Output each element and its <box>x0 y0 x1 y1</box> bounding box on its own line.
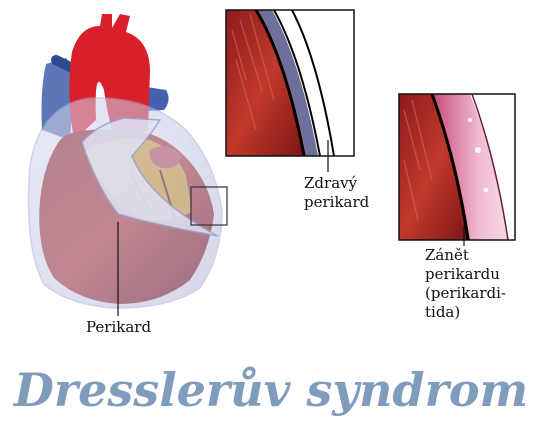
label-inflamed-line-4: tida) <box>425 303 461 321</box>
label-inflamed-line-2: perikardu <box>425 265 500 283</box>
label-inflamed-line-1: Zánět <box>425 246 469 264</box>
healthy-pericardium-inset <box>225 9 355 157</box>
label-healthy-line-1: Zdravý <box>304 174 358 192</box>
label-healthy-pericardium: Zdravý perikard <box>304 174 369 212</box>
heart <box>27 14 223 309</box>
label-inflamed-line-3: (perikardi- <box>425 284 506 302</box>
detail-box <box>190 186 228 226</box>
pericardium-flap <box>81 117 219 237</box>
label-healthy-line-2: perikard <box>304 193 370 211</box>
label-inflamed-pericardium: Zánět perikardu (perikardi- tida) <box>425 246 506 322</box>
inflamed-pericardium-inset <box>398 93 516 241</box>
label-pericardium: Perikard <box>86 318 152 336</box>
page-title: Dresslerův syndrom <box>14 363 529 417</box>
